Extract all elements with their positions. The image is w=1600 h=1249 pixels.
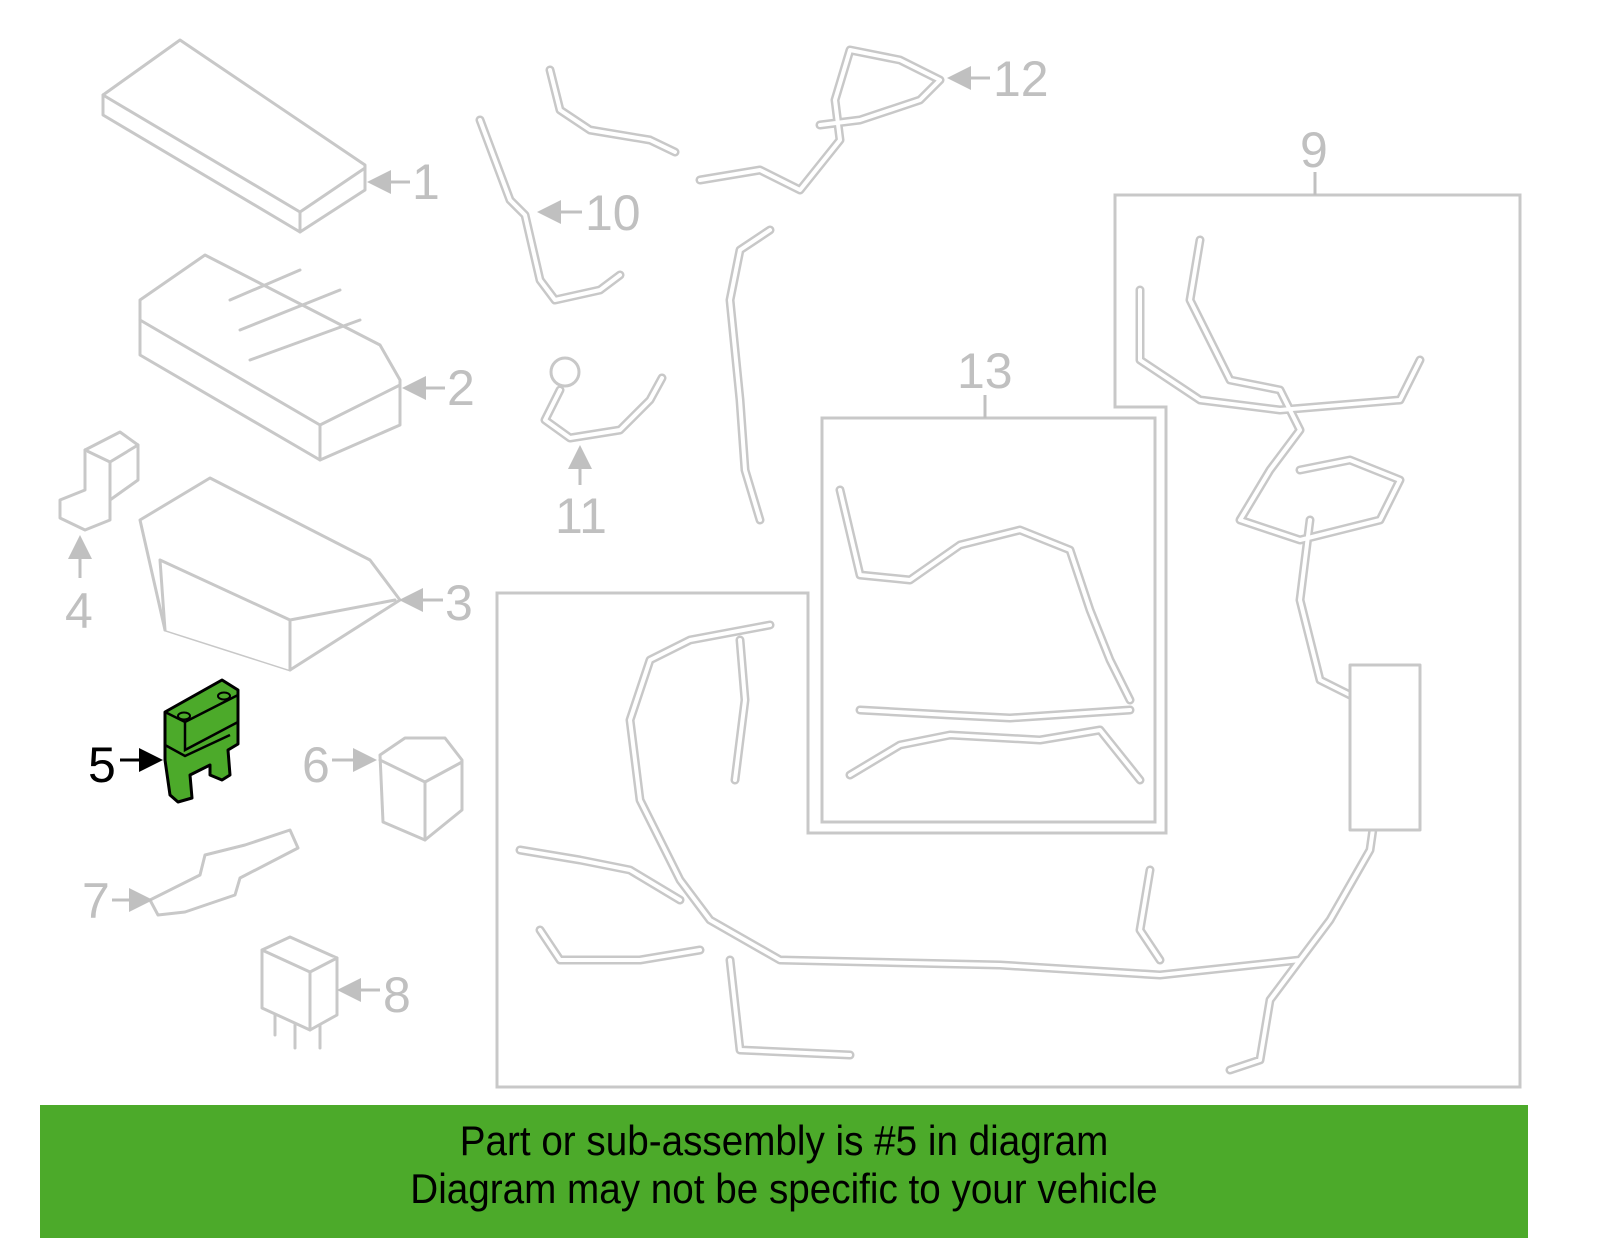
part-6-cover[interactable]	[378, 736, 464, 842]
callout-11: 11	[555, 445, 607, 544]
part-11-sensor-wire[interactable]	[540, 356, 667, 443]
part-13-harness[interactable]	[835, 485, 1145, 785]
callout-number: 6	[302, 737, 330, 793]
group-box-13	[820, 416, 1157, 824]
callout-number: 13	[957, 343, 1013, 399]
callout-6: 6	[302, 737, 377, 793]
callout-12: 12	[947, 51, 1049, 107]
callout-number: 9	[1300, 122, 1328, 178]
group-box-9	[495, 193, 1522, 1089]
part-10-harness[interactable]	[475, 65, 680, 305]
callout-number: 12	[993, 51, 1049, 107]
banner-part-info: Part or sub-assembly is #5 in diagram	[459, 1117, 1109, 1164]
callout-number: 3	[445, 575, 473, 631]
callout-9: 9	[1300, 122, 1328, 195]
part-7-fusible-link[interactable]	[148, 828, 300, 917]
callout-5: 5	[88, 737, 163, 793]
callout-4: 4	[65, 535, 93, 639]
part-1-fuse-box-cover[interactable]	[101, 38, 367, 234]
banner-disclaimer: Diagram may not be specific to your vehi…	[410, 1165, 1158, 1212]
part-12-harness[interactable]	[695, 45, 945, 525]
callout-2: 2	[402, 360, 475, 416]
callout-3: 3	[399, 575, 473, 631]
part-9-main-harness[interactable]	[515, 235, 1425, 1075]
callout-10: 10	[537, 185, 641, 241]
callout-number: 4	[65, 583, 93, 639]
callout-1: 1	[367, 154, 440, 210]
part-2-fuse-block[interactable]	[138, 253, 402, 462]
callout-number: 5	[88, 737, 116, 793]
part-4-bracket[interactable]	[58, 430, 140, 532]
callout-7: 7	[82, 873, 153, 929]
callout-number: 7	[82, 873, 110, 929]
callout-number: 2	[447, 360, 475, 416]
callout-number: 1	[412, 154, 440, 210]
callout-number: 8	[383, 967, 411, 1023]
part-info-banner: Part or sub-assembly is #5 in diagram Di…	[40, 1105, 1528, 1238]
part-5-fuse[interactable]	[163, 678, 240, 804]
callout-number: 10	[585, 185, 641, 241]
callout-number: 11	[555, 488, 607, 544]
part-8-relay[interactable]	[260, 935, 339, 1050]
callout-13: 13	[957, 343, 1013, 418]
part-3-fuse-box-tray[interactable]	[138, 476, 402, 672]
callout-8: 8	[337, 967, 411, 1023]
